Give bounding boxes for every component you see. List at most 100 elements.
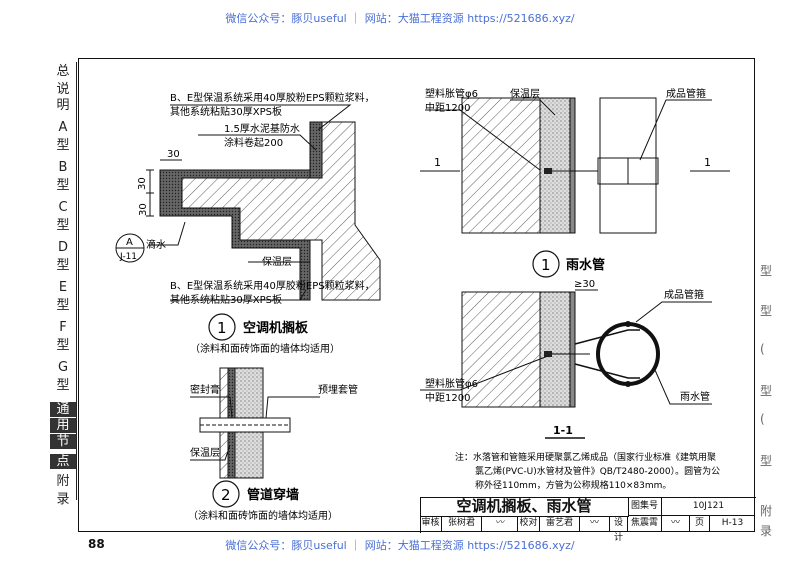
waterproof-line1: 1.5厚水泥基防水	[224, 122, 300, 135]
anchor2-line1: 塑料胀管φ6	[425, 377, 478, 390]
sidebar-item: 总	[56, 64, 70, 79]
seal-label: 密封膏	[190, 383, 220, 396]
sidebar-item: 型	[56, 378, 70, 393]
right-strip-char: 型	[760, 384, 773, 398]
shelf-insulation	[159, 169, 311, 301]
check-label: 校对	[518, 516, 540, 532]
detail2-number: 2	[221, 486, 231, 504]
sidebar-item: 型	[56, 298, 70, 313]
reviewer-signature: 〰	[482, 516, 518, 532]
anchor-line2: 中距1200	[425, 101, 470, 114]
atlas-number: 10J121	[662, 497, 755, 516]
right-strip-char: 录	[760, 524, 773, 538]
sidebar-item: 节	[50, 434, 76, 449]
detail2-subtitle: （涂料和面砖饰面的墙体均适用）	[188, 509, 338, 522]
insulation-label-1: 保温层	[262, 255, 292, 268]
section-mark-right: 1	[704, 156, 711, 169]
watermark-bottom: 微信公众号：豚贝useful ｜ 网站：大猫工程资源 https://52168…	[225, 539, 575, 552]
ac-shelf-detail: 30 30 30	[115, 104, 381, 301]
pipe-circle	[596, 322, 660, 386]
sleeve-label: 预埋套管	[318, 383, 358, 396]
detail3-number-circle	[532, 250, 560, 278]
sidebar-item: F	[59, 320, 67, 335]
drip-label: 滴水	[146, 238, 166, 251]
detail3-number: 1	[541, 256, 551, 274]
insulation-label-3: 保温层	[510, 87, 540, 100]
note-line3: 称外径110mm，方管为公称规格110×83mm。	[475, 479, 671, 491]
section-title: 1-1	[553, 424, 573, 437]
note-bottom-line2: 其他系统粘贴30厚XPS板	[170, 293, 282, 306]
designer-signature: 〰	[662, 516, 690, 532]
detail2-title: 管道穿墙	[247, 487, 299, 503]
drawing-frame	[78, 58, 755, 532]
atlas-label: 图集号	[628, 497, 662, 516]
page-number: 88	[88, 537, 105, 551]
dim-min30: ≥30	[574, 279, 595, 290]
right-strip-char: 型	[760, 454, 773, 468]
watermark-top: 微信公众号：豚贝useful ｜ 网站：大猫工程资源 https://52168…	[225, 12, 575, 25]
detail1-number: 1	[217, 319, 227, 337]
detail2-number-circle	[212, 480, 240, 508]
pipe-label: 雨水管	[680, 390, 710, 403]
note-line1: 注：水落管和管箍采用硬聚氯乙烯成品（国家行业标准《建筑用聚	[455, 451, 716, 463]
sidebar-item: 用	[50, 418, 76, 433]
section-mark-left: 1	[434, 156, 441, 169]
detail1-title: 空调机搁板	[243, 320, 309, 336]
design-label: 设计	[610, 516, 628, 543]
sidebar-item: C	[58, 200, 68, 215]
dim-30-top: 30	[167, 149, 180, 160]
downpipe-section	[420, 289, 712, 439]
drawing-title: 空调机搁板、雨水管	[420, 497, 629, 517]
title-block	[420, 497, 756, 533]
sidebar-item: 型	[56, 138, 70, 153]
checker-name: 雷艺君	[540, 516, 580, 532]
ref-code: J-11	[119, 252, 137, 262]
sidebar-item: 明	[56, 98, 70, 113]
sidebar-item: A	[58, 120, 68, 135]
sidebar-item: 点	[50, 454, 76, 469]
sidebar-item: G	[57, 360, 69, 375]
anchor2-line2: 中距1200	[425, 391, 470, 404]
page-label: 页	[690, 516, 710, 532]
sidebar-item: 附	[56, 474, 70, 489]
sidebar-item: 型	[56, 178, 70, 193]
note-top-line1: B、E型保温系统采用40厚胶粉EPS颗粒浆料，	[170, 91, 375, 104]
dim-30-a: 30	[137, 177, 148, 190]
reviewer-name: 张树君	[442, 516, 482, 532]
note-bottom-line1: B、E型保温系统采用40厚胶粉EPS颗粒浆料，	[170, 279, 375, 292]
note-top-line2: 其他系统粘贴30厚XPS板	[170, 105, 282, 118]
note-line2: 氯乙烯(PVC-U)水管材及管件》QB/T2480-2000）。圆管为公	[475, 465, 720, 477]
detail3-title: 雨水管	[566, 257, 605, 273]
sidebar-item: 型	[56, 218, 70, 233]
hoop-label: 成品管箍	[666, 87, 706, 100]
sidebar-item: D	[57, 240, 68, 255]
page-code: H-13	[721, 518, 744, 528]
pipe-through-wall-detail	[190, 367, 320, 479]
right-strip-char: (	[760, 412, 765, 426]
sidebar-item: E	[58, 280, 68, 295]
sidebar-item: B	[58, 160, 68, 175]
right-strip-char: (	[760, 342, 765, 356]
downpipe-elevation	[420, 97, 730, 234]
sidebar-item: 通	[50, 402, 76, 417]
detail1-number-circle	[208, 313, 236, 341]
adjacent-page-strip: 型型(型(型附录	[756, 62, 776, 538]
sidebar-item: 型	[56, 258, 70, 273]
checker-signature: 〰	[580, 516, 610, 532]
dim-30-b: 30	[138, 203, 149, 216]
review-label: 审核	[420, 516, 442, 532]
designer-name: 焦震霄	[628, 516, 662, 532]
right-strip-char: 型	[760, 264, 773, 278]
hoop-label-2: 成品管箍	[664, 288, 704, 301]
ref-letter: A	[126, 237, 133, 248]
sidebar-item: 录	[56, 492, 70, 507]
right-strip-char: 附	[760, 504, 773, 518]
right-strip-char: 型	[760, 304, 773, 318]
sidebar-item: 型	[56, 338, 70, 353]
detail1-subtitle: （涂料和面砖饰面的墙体均适用）	[190, 342, 340, 355]
anchor-line1: 塑料胀管φ6	[425, 87, 478, 100]
insulation-label-2: 保温层	[190, 446, 220, 459]
waterproof-line2: 涂料卷起200	[224, 136, 283, 149]
